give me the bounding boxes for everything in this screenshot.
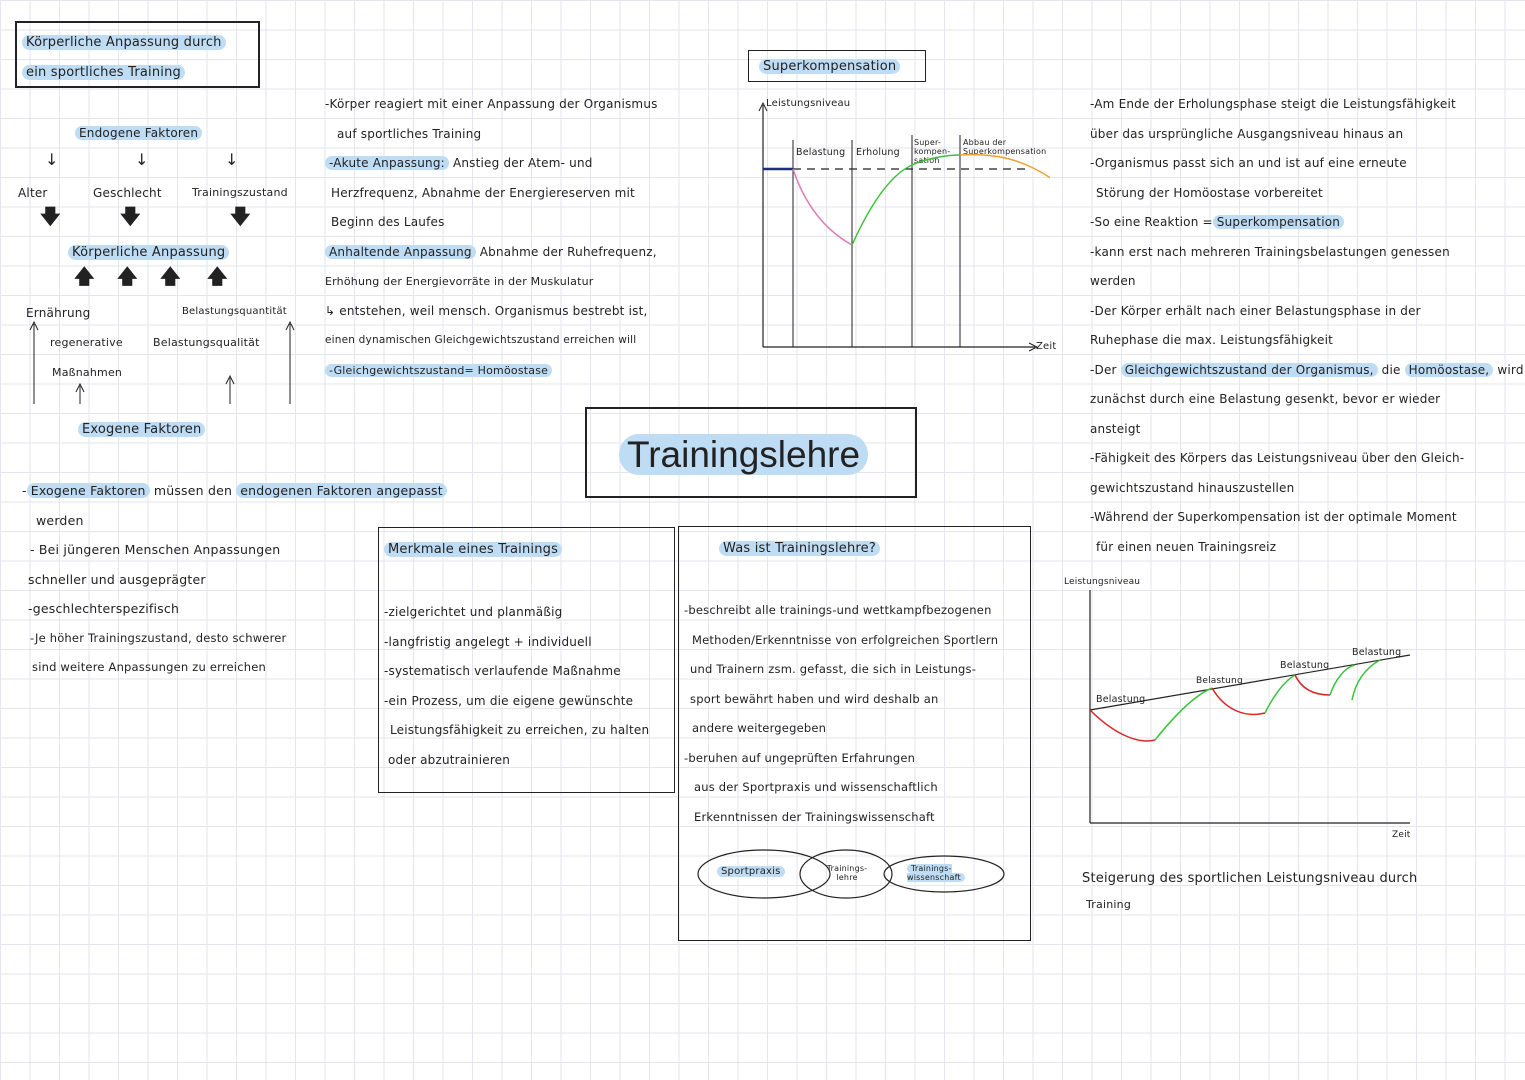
ernaehrung-label: Ernährung xyxy=(26,306,91,320)
was-ist-title: Was ist Trainingslehre? xyxy=(719,541,880,556)
steigerung-chart xyxy=(1089,590,1411,824)
geschlecht-label: Geschlecht xyxy=(93,186,162,200)
arrow-down-bold-icon: 🡇 xyxy=(40,204,61,228)
anhaltende-anpassung-highlight: Anhaltende Anpassung xyxy=(325,244,476,259)
alter-label: Alter xyxy=(18,186,48,200)
page-title: Trainingslehre xyxy=(619,434,869,475)
trainingszustand-label: Trainingszustand xyxy=(192,186,288,199)
massnahmen-label: Maßnahmen xyxy=(52,366,123,379)
arrow-up-bold-icon: 🡅 xyxy=(74,264,95,288)
endogene-faktoren-label: Endogene Faktoren xyxy=(75,126,203,140)
arrow-up-bold-icon: 🡅 xyxy=(160,264,181,288)
arrow-down-icon: ↓ xyxy=(225,150,239,169)
superkomp-ylabel: Leistungsniveau xyxy=(766,98,851,109)
list-item: -systematisch verlaufende Maßnahme xyxy=(384,664,621,678)
anpassung-notes: -Körper reagiert mit einer Anpassung der… xyxy=(325,97,658,377)
steigerung-xlabel: Zeit xyxy=(1392,830,1411,840)
steigerung-label-4: Belastung xyxy=(1352,647,1402,658)
superkompensation-chart xyxy=(758,101,1050,352)
venn-sportpraxis: Sportpraxis xyxy=(717,866,785,877)
steigerung-ylabel: Leistungsniveau xyxy=(1064,577,1141,587)
list-item: -ein Prozess, um die eigene gewünschte xyxy=(384,693,634,708)
superkompensation-highlight: Superkompensation xyxy=(1212,215,1345,229)
arrow-down-bold-icon: 🡇 xyxy=(120,204,141,228)
superkomp-xlabel: Zeit xyxy=(1036,341,1057,352)
akute-anpassung-highlight: -Akute Anpassung: xyxy=(325,156,449,170)
steigerung-label-2: Belastung xyxy=(1196,676,1243,686)
merkmale-box: Merkmale eines Trainings -zielgerichtet … xyxy=(378,527,675,793)
title-line-2: ein sportliches Training xyxy=(22,65,186,80)
superkompensation-title: Superkompensation xyxy=(759,59,901,74)
phase-abbau: Abbau der Superkompensation xyxy=(963,138,1047,156)
diagram-lines xyxy=(29,320,295,404)
arrow-up-bold-icon: 🡅 xyxy=(207,264,228,288)
title-box: Körperliche Anpassung durch ein sportlic… xyxy=(15,21,260,88)
phase-belastung: Belastung xyxy=(796,147,846,158)
venn-trainingswissenschaft: Trainings-wissenschaft xyxy=(907,864,965,882)
merkmale-list: -zielgerichtet und planmäßig -langfristi… xyxy=(384,598,649,775)
exogen-notes: -Exogene Faktoren müssen den endogenen F… xyxy=(22,476,447,683)
regenerative-label: regenerative xyxy=(50,336,123,349)
superkompensation-title-box: Superkompensation xyxy=(748,50,926,82)
koerperliche-anpassung-label: Körperliche Anpassung xyxy=(68,245,230,260)
list-item: -langfristig angelegt + individuell xyxy=(384,634,592,649)
venn-trainingslehre: Trainings-lehre xyxy=(826,864,868,882)
superkompensation-notes: -Am Ende der Erholungsphase steigt die L… xyxy=(1090,97,1524,554)
belastungsqualitaet-label: Belastungsqualität xyxy=(153,336,260,349)
belastungsquantitaet-label: Belastungsquantität xyxy=(182,306,287,317)
homoeostase-highlight: -Gleichgewichtszustand= Homöostase xyxy=(325,363,553,377)
was-ist-box: Was ist Trainingslehre? -beschreibt alle… xyxy=(678,526,1031,941)
arrow-down-bold-icon: 🡇 xyxy=(230,204,251,228)
venn-diagram xyxy=(697,849,1005,899)
list-item: -zielgerichtet und planmäßig xyxy=(384,605,563,619)
homoeostase-right-highlight: Homöostase, xyxy=(1404,362,1494,377)
steigerung-label-1: Belastung xyxy=(1096,694,1146,705)
arrow-up-bold-icon: 🡅 xyxy=(117,264,138,288)
list-item: Leistungsfähigkeit zu erreichen, zu halt… xyxy=(390,723,650,737)
phase-erholung: Erholung xyxy=(856,147,900,158)
steigerung-label-3: Belastung xyxy=(1280,660,1330,671)
arrow-down-icon: ↓ xyxy=(45,150,59,169)
gleichgewicht-highlight: Gleichgewichtszustand der Organismus, xyxy=(1120,362,1378,377)
arrow-down-icon: ↓ xyxy=(135,150,149,169)
merkmale-title: Merkmale eines Trainings xyxy=(384,542,563,557)
center-title-box: Trainingslehre xyxy=(585,407,917,498)
list-item: oder abzutrainieren xyxy=(388,752,511,767)
title-line-1: Körperliche Anpassung durch xyxy=(22,35,226,50)
steigerung-caption: Steigerung des sportlichen Leistungsnive… xyxy=(1082,871,1418,911)
was-ist-list: -beschreibt alle trainings-und wettkampf… xyxy=(684,603,999,824)
exogene-faktoren-label: Exogene Faktoren xyxy=(78,422,206,437)
